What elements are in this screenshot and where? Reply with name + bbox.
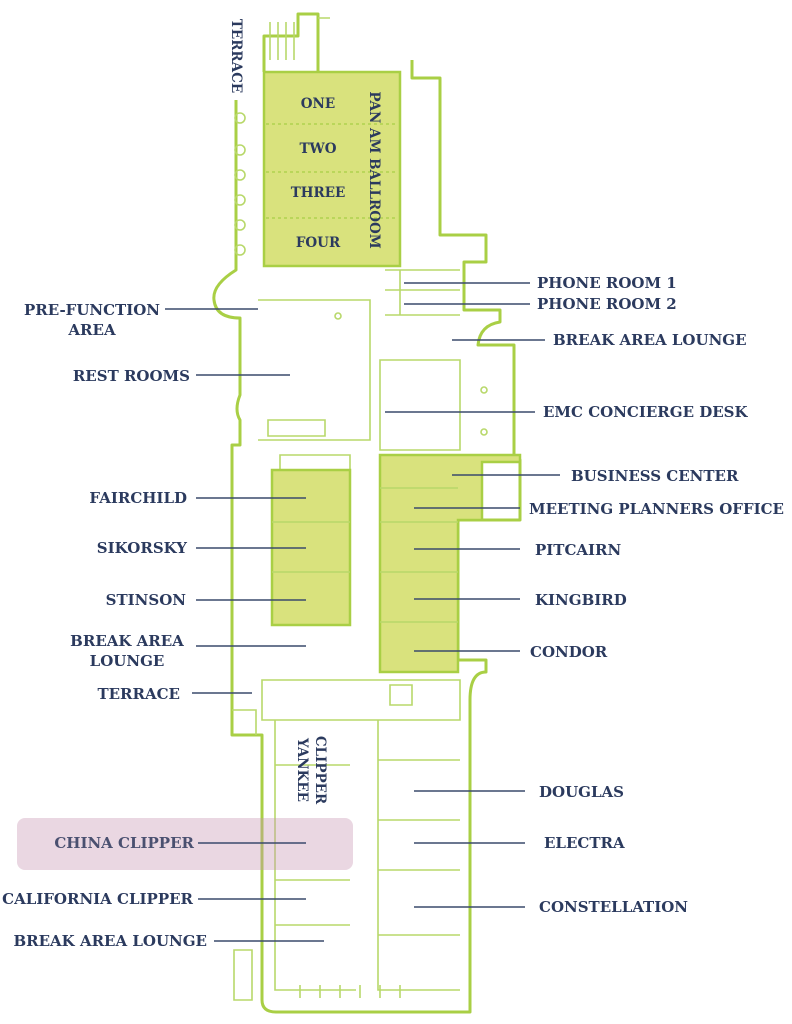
label-china-clipper[interactable]: CHINA CLIPPER	[54, 834, 194, 852]
label-pre-function-1: PRE-FUNCTION	[24, 301, 160, 319]
label-terrace[interactable]: TERRACE	[97, 685, 180, 703]
right-labels: PHONE ROOM 1 PHONE ROOM 2 BREAK AREA LOU…	[385, 274, 784, 916]
right-meeting-rooms	[378, 453, 522, 674]
label-douglas[interactable]: DOUGLAS	[539, 783, 624, 801]
ballroom-section-two: TWO	[300, 141, 337, 157]
china-clipper-highlight	[17, 818, 353, 870]
label-electra[interactable]: ELECTRA	[544, 834, 625, 852]
label-stinson[interactable]: STINSON	[106, 591, 187, 609]
label-pre-function-2: AREA	[67, 321, 116, 339]
yankee-label-2: CLIPPER	[312, 736, 328, 805]
label-break-area-lounge-top[interactable]: BREAK AREA LOUNGE	[553, 331, 747, 349]
label-break-area-lounge-bottom[interactable]: BREAK AREA LOUNGE	[13, 932, 207, 950]
ballroom-section-three: THREE	[291, 185, 346, 201]
top-terrace-label: TERRACE	[228, 19, 244, 93]
pan-am-ballroom[interactable]: ONE TWO THREE FOUR PAN AM BALLROOM	[262, 70, 402, 268]
ballroom-section-one: ONE	[301, 96, 335, 112]
label-condor[interactable]: CONDOR	[530, 643, 608, 661]
label-break-area-2[interactable]: LOUNGE	[90, 652, 165, 670]
label-emc-concierge-desk[interactable]: EMC CONCIERGE DESK	[543, 403, 749, 421]
label-meeting-planners-office[interactable]: MEETING PLANNERS OFFICE	[529, 500, 784, 518]
label-sikorsky[interactable]: SIKORSKY	[97, 539, 187, 557]
yankee-label-1: YANKEE	[294, 737, 310, 802]
label-break-area-1[interactable]: BREAK AREA	[70, 632, 184, 650]
label-phone-room-2[interactable]: PHONE ROOM 2	[537, 295, 677, 313]
left-labels: PRE-FUNCTION AREA REST ROOMS FAIRCHILD S…	[2, 301, 324, 950]
building-outline	[212, 12, 522, 1014]
label-phone-room-1[interactable]: PHONE ROOM 1	[537, 274, 677, 292]
ballroom-title: PAN AM BALLROOM	[366, 91, 382, 248]
label-fairchild[interactable]: FAIRCHILD	[89, 489, 187, 507]
label-kingbird[interactable]: KINGBIRD	[535, 591, 627, 609]
label-california-clipper[interactable]: CALIFORNIA CLIPPER	[2, 890, 193, 908]
ballroom-section-four: FOUR	[296, 235, 341, 251]
label-business-center[interactable]: BUSINESS CENTER	[571, 467, 739, 485]
label-constellation[interactable]: CONSTELLATION	[539, 898, 688, 916]
label-rest-rooms[interactable]: REST ROOMS	[73, 367, 190, 385]
label-pitcairn[interactable]: PITCAIRN	[535, 541, 622, 559]
